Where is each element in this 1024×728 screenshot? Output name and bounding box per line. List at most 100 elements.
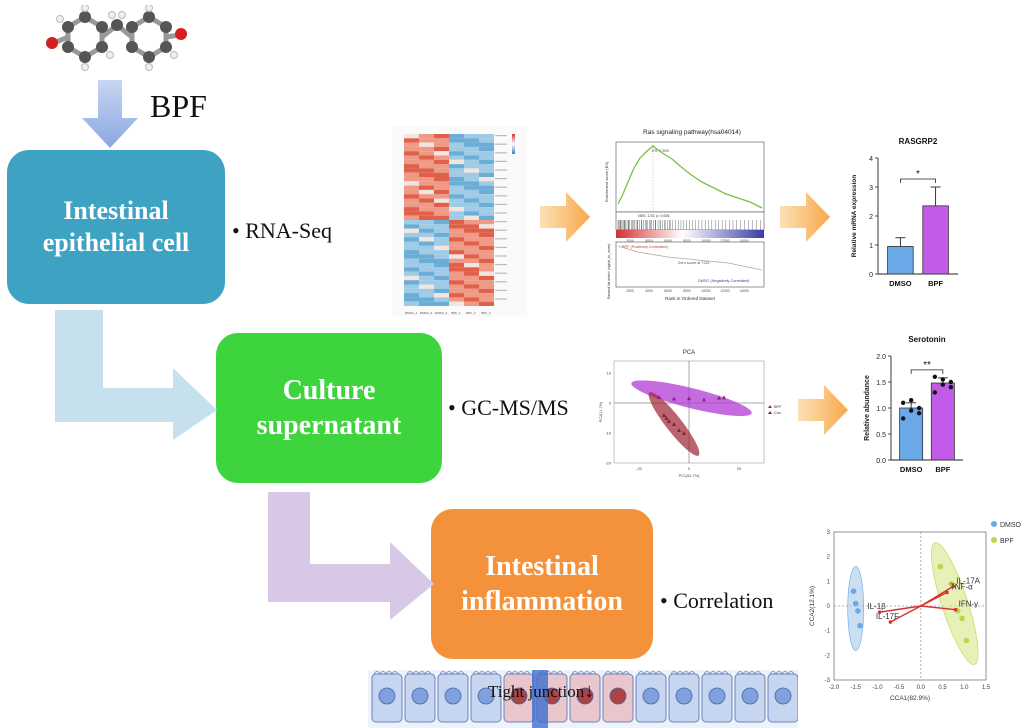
microvilli [472,671,498,675]
heatmap-cell [434,155,449,160]
cell-nucleus [444,687,462,705]
heatmap-gene-label [495,203,507,205]
heatmap-cell [404,301,419,306]
heatmap-cell [464,263,479,268]
heatmap-cell [434,202,449,208]
heatmap-cell [479,280,494,285]
heatmap-cell [464,194,479,199]
cell-nucleus [642,687,660,705]
heatmap-cell [434,228,449,233]
heatmap-gene-label [495,272,507,274]
heatmap-cell [479,168,494,173]
intestinal-epithelial-cell-label: Intestinal epithelial cell [42,195,190,258]
heatmap-cell [419,168,434,173]
heatmap-cell [479,194,494,199]
pca-point-con [672,422,676,426]
heatmap-cell [464,241,479,246]
heatmap-cell [464,168,479,173]
data-point [932,390,938,395]
heatmap-cell [479,215,494,220]
heatmap-cell [419,194,434,199]
cell-nucleus [510,687,528,705]
heatmap-cell [434,146,449,152]
cca-point-bpf [959,615,965,622]
cca-y-tick: 0 [827,604,831,610]
cca-vector-head [951,584,956,589]
pca-legend-marker [768,411,772,414]
heatmap-cell [479,159,494,165]
heatmap-cell [464,228,479,233]
intestinal-inflammation-label: Intestinal inflammation [461,551,623,617]
y-tick-label: 1.5 [876,380,886,387]
cca-vector-head [877,610,882,614]
heatmap-cell [419,263,434,268]
heatmap-cell [419,155,434,160]
heatmap-cell [479,258,494,263]
chart-title: Serotonin [908,335,945,344]
heatmap-cell [434,241,449,246]
heatmap-cell [419,301,434,306]
heatmap-cell [419,177,434,182]
heatmap-cell [434,211,449,216]
heatmap-cell [449,275,464,281]
heatmap-cell [434,275,449,281]
heatmap-cell [464,288,479,294]
heatmap-cell [449,164,464,169]
heatmap-cell [479,237,494,242]
heatmap-cell [464,189,479,195]
heatmap-cell [404,254,419,259]
heatmap-cell [449,237,464,242]
heatmap-gene-label [495,238,507,240]
heatmap-cell [479,245,494,251]
gsea-x-tick: 2000 [626,289,634,293]
heatmap-cell [449,241,464,246]
heatmap-cell [449,198,464,203]
microvilli [505,671,531,675]
heatmap-cell [419,202,434,208]
heatmap-cell [419,297,434,302]
heatmap-cell [419,258,434,263]
gsea-title: Ras signaling pathway(hsa04014) [643,129,741,136]
heatmap-cell [419,280,434,285]
gsea-enrichment-plot: Ras signaling pathway(hsa04014) Enrichme… [604,129,765,301]
heatmap-cell [479,288,494,294]
heatmap-cell [449,258,464,263]
cca-vector-head [953,607,958,612]
heatmap-cell [434,280,449,285]
y-tick-label: 1.0 [876,406,886,413]
heatmap-cell [434,177,449,182]
heatmap-cell [434,284,449,289]
heatmap-cell [479,181,494,186]
cca-x-tick: -1.5 [851,685,862,691]
cca-y-label: CCA2(12.1%) [809,586,816,626]
heatmap-gene-label [495,264,507,266]
heatmap-cell [419,275,434,281]
heatmap-cell [449,254,464,259]
significance-marker: ** [923,360,931,371]
pca-x-tick: -20 [636,466,643,471]
heatmap-column-label: BPF_2 [466,311,476,315]
heatmap-cell [404,232,419,238]
heatmap-cell [479,146,494,152]
heatmap-cell [464,172,479,177]
cca-vector-label: TNF-α [950,582,973,591]
heatmap-cell [449,284,464,289]
data-point [940,377,946,382]
gsea-x-tick: 6000 [664,239,672,243]
gsea-x-tick: 10000 [701,289,710,293]
y-axis-label: Relative abundance [864,375,871,441]
bpf-ellipse [631,380,752,417]
heatmap-cell [464,164,479,169]
pca-y-tick: -20 [605,461,612,466]
pca-legend-label: Con [774,411,781,415]
heatmap-cell [419,254,434,259]
heatmap-cell [404,211,419,216]
x-tick-label: DMSO [900,465,923,474]
heatmap-cell [464,211,479,216]
heatmap-cell [479,241,494,246]
gsea-x-tick: 8000 [683,239,691,243]
heatmap-cell [404,181,419,186]
orange-arrow-1-icon [540,192,590,242]
cca-vector-label: IL-1β [867,602,886,611]
